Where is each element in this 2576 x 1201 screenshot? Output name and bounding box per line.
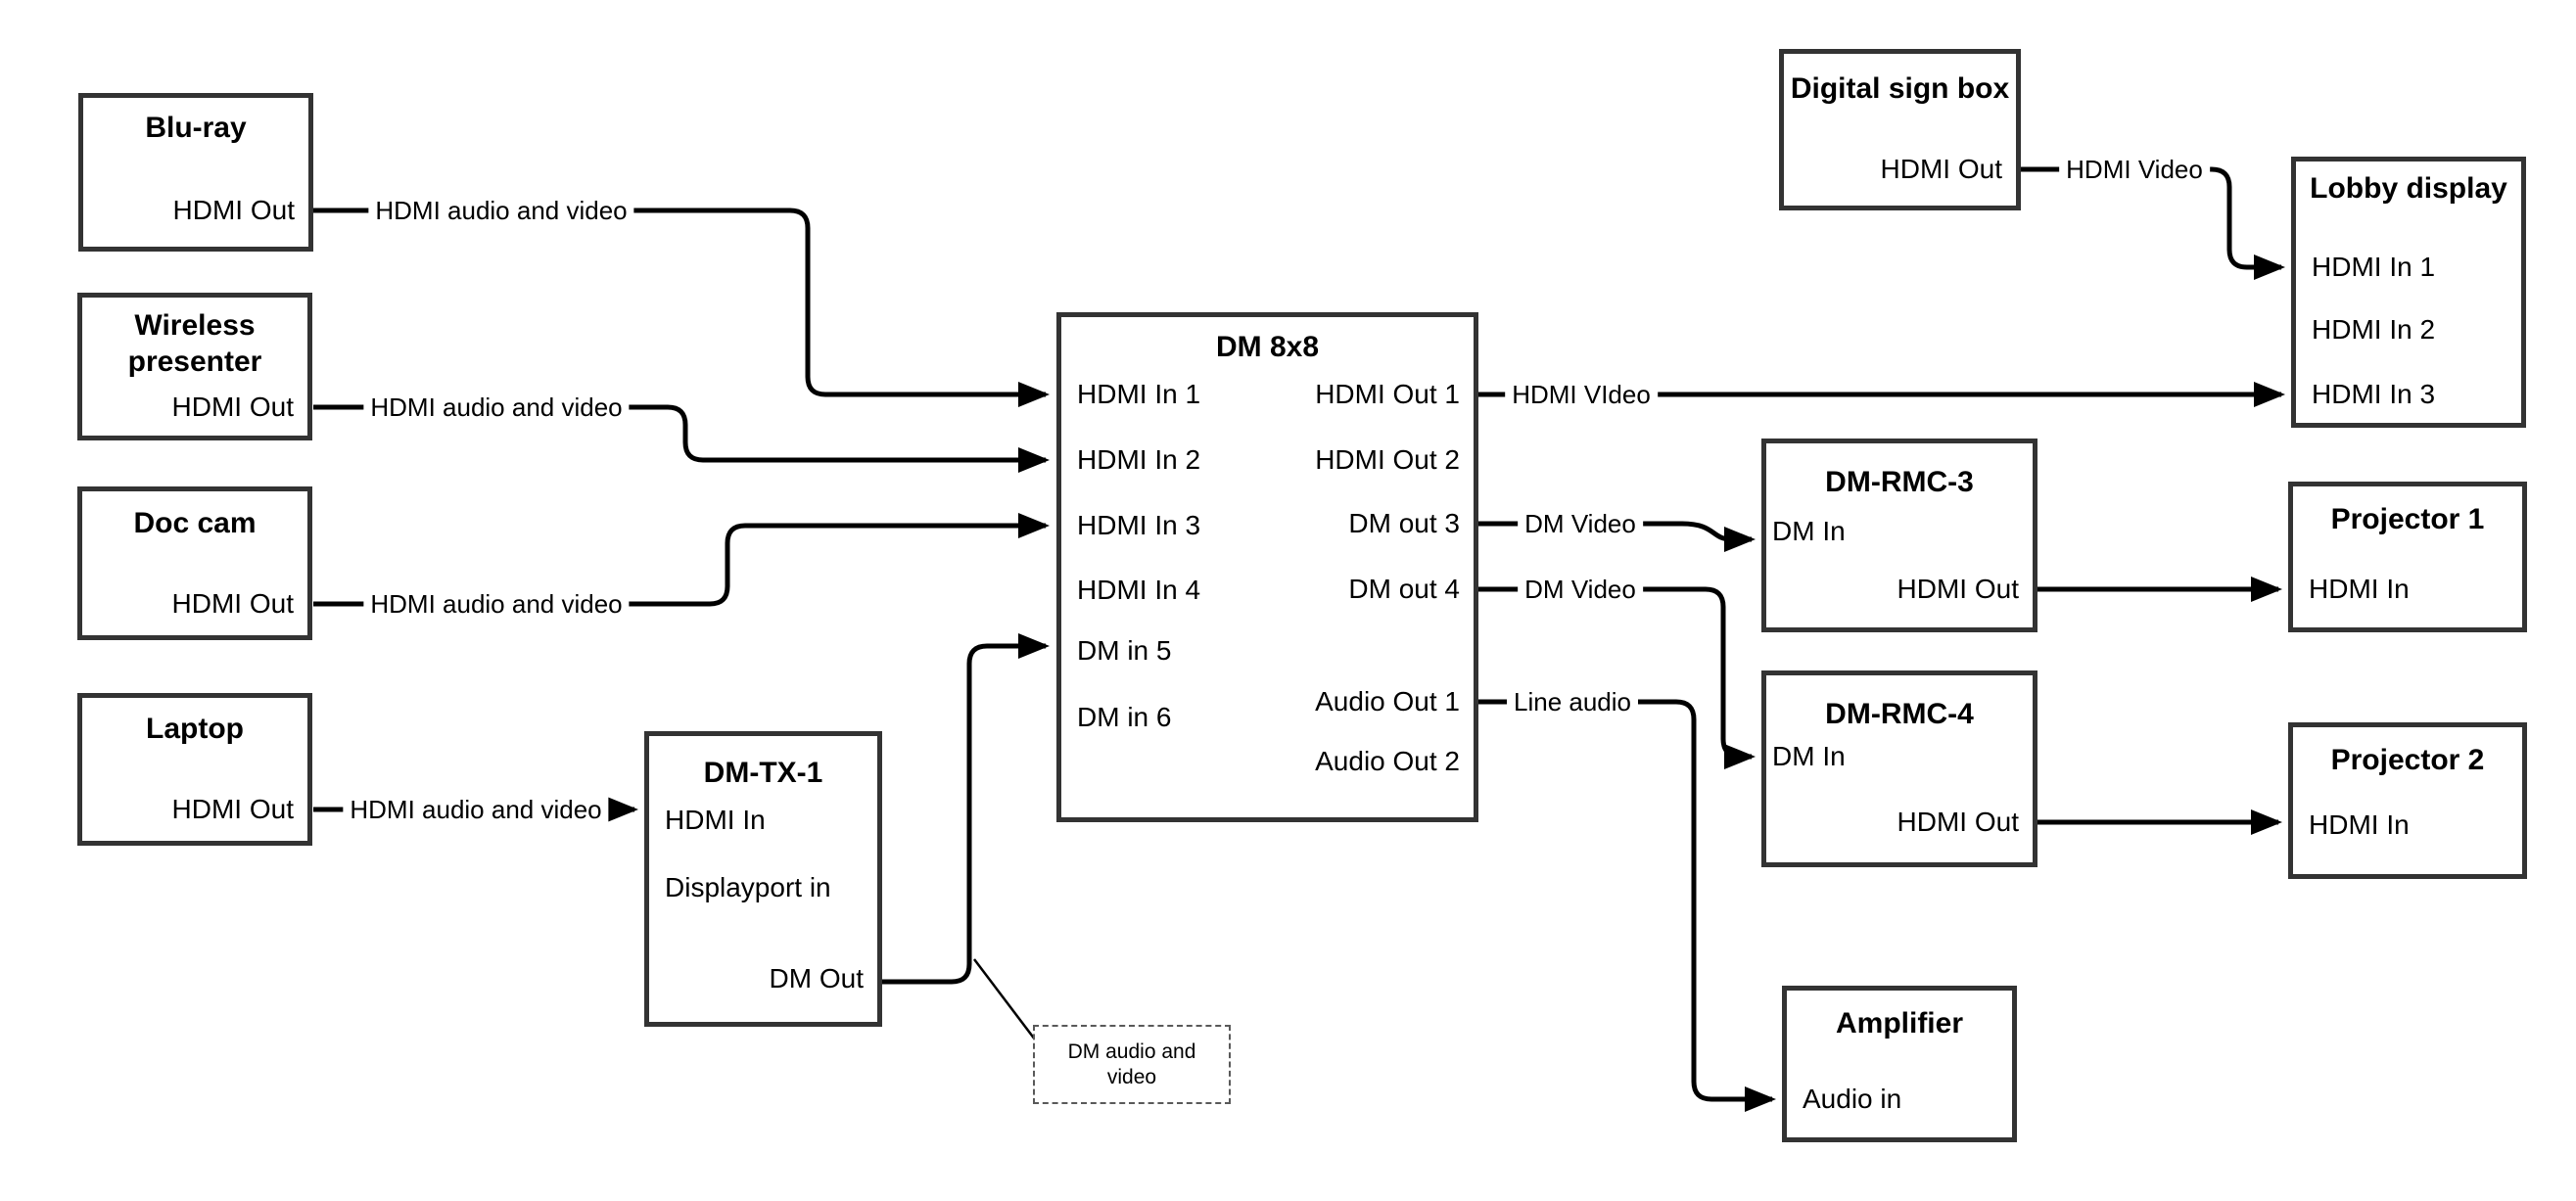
node-digital-sign-box: Digital sign box HDMI Out [1779, 49, 2021, 210]
node-projector-2: Projector 2 HDMI In [2288, 722, 2527, 879]
node-dm-tx-1: DM-TX-1 HDMI In Displayport in DM Out [644, 731, 882, 1027]
port-dm-in: DM In [1772, 516, 1846, 546]
wire-label-hdmi-video-out1: HDMI VIdeo [1505, 380, 1658, 409]
node-title: Projector 1 [2330, 503, 2485, 535]
wire-dmtx1-to-dm8x8-in5 [882, 633, 1050, 985]
port-hdmi-in: HDMI In [2309, 809, 2410, 840]
node-title: Amplifier [1835, 1007, 1964, 1039]
port-dm-in: DM In [1772, 741, 1846, 771]
port-dm-out-3: DM out 3 [1348, 508, 1460, 538]
node-title: Wireless presenter [127, 309, 262, 378]
port-hdmi-in-2: HDMI In 2 [1077, 444, 1201, 475]
port-hdmi-in-3: HDMI In 3 [2312, 379, 2436, 409]
port-hdmi-out: HDMI Out [172, 195, 295, 225]
node-title: Blu-ray [145, 112, 247, 144]
node-bluray: Blu-ray HDMI Out [78, 93, 313, 252]
wire-dm8x8-out3-to-dmrmc3 [1478, 521, 1756, 552]
wire-label-hdmi-video-sign: HDMI Video [2059, 155, 2210, 184]
port-hdmi-in: HDMI In [665, 805, 766, 835]
port-dm-out-4: DM out 4 [1348, 574, 1460, 604]
node-projector-1: Projector 1 HDMI In [2288, 482, 2527, 632]
wire-sign-to-lobby-in1 [2021, 166, 2285, 280]
port-dm-in-6: DM in 6 [1077, 702, 1172, 732]
node-wireless-presenter: Wireless presenter HDMI Out [77, 293, 312, 440]
port-hdmi-out: HDMI Out [1897, 574, 2019, 604]
port-hdmi-out-2: HDMI Out 2 [1315, 444, 1460, 475]
port-hdmi-out: HDMI Out [171, 392, 294, 422]
port-hdmi-out: HDMI Out [1880, 154, 2002, 184]
wire-label-dm-video-out3: DM Video [1518, 509, 1643, 538]
wire-label-doccam: HDMI audio and video [363, 589, 630, 619]
port-hdmi-in-4: HDMI In 4 [1077, 575, 1201, 605]
port-hdmi-out: HDMI Out [171, 588, 294, 619]
port-hdmi-out: HDMI Out [171, 794, 294, 824]
port-hdmi-out: HDMI Out [1897, 807, 2019, 837]
node-amplifier: Amplifier Audio in [1782, 986, 2017, 1142]
node-dm-8x8: DM 8x8 HDMI In 1 HDMI In 2 HDMI In 3 HDM… [1056, 312, 1478, 822]
wire-dm8x8-out4-to-dmrmc4 [1478, 586, 1756, 769]
port-hdmi-out-1: HDMI Out 1 [1315, 379, 1460, 409]
wire-wireless-to-dm8x8-in2 [313, 404, 1050, 473]
port-dm-out: DM Out [769, 963, 864, 993]
node-title: Digital sign box [1790, 72, 2010, 105]
port-hdmi-in-1: HDMI In 1 [1077, 379, 1201, 409]
wire-doccam-to-dm8x8-in3 [313, 513, 1050, 607]
node-title: Laptop [146, 713, 244, 745]
wire-label-bluray: HDMI audio and video [368, 196, 634, 225]
node-title: Lobby display [2310, 172, 2507, 205]
port-hdmi-in-1: HDMI In 1 [2312, 252, 2436, 282]
port-audio-out-1: Audio Out 1 [1315, 686, 1460, 716]
port-dm-in-5: DM in 5 [1077, 635, 1172, 666]
node-title: DM-RMC-4 [1825, 698, 1974, 730]
port-displayport-in: Displayport in [665, 872, 831, 902]
port-hdmi-in-3: HDMI In 3 [1077, 510, 1201, 540]
wire-bluray-to-dm8x8-in1 [313, 208, 1050, 407]
wire-label-wireless: HDMI audio and video [363, 393, 630, 422]
node-lobby-display: Lobby display HDMI In 1 HDMI In 2 HDMI I… [2291, 157, 2526, 428]
node-title: Doc cam [133, 507, 257, 539]
port-audio-in: Audio in [1803, 1084, 1902, 1114]
wire-dm8x8-audio1-to-amplifier [1478, 699, 1776, 1112]
port-hdmi-in-2: HDMI In 2 [2312, 314, 2436, 345]
node-doc-cam: Doc cam HDMI Out [77, 486, 312, 640]
node-dm-rmc-3: DM-RMC-3 DM In HDMI Out [1761, 439, 2037, 632]
node-title: DM-TX-1 [703, 757, 823, 789]
note-dm-audio-and-video: DM audio and video [1033, 1025, 1231, 1104]
port-audio-out-2: Audio Out 2 [1315, 746, 1460, 776]
node-title: DM-RMC-3 [1825, 466, 1974, 498]
wire-label-dm-video-out4: DM Video [1518, 575, 1643, 604]
wire-label-laptop: HDMI audio and video [343, 795, 609, 824]
port-hdmi-in: HDMI In [2309, 574, 2410, 604]
node-title: DM 8x8 [1215, 331, 1320, 363]
wire-label-line-audio: Line audio [1507, 687, 1638, 716]
node-laptop: Laptop HDMI Out [77, 693, 312, 846]
note-leader-line [973, 958, 1036, 1040]
node-title: Projector 2 [2330, 744, 2485, 776]
node-dm-rmc-4: DM-RMC-4 DM In HDMI Out [1761, 670, 2037, 867]
